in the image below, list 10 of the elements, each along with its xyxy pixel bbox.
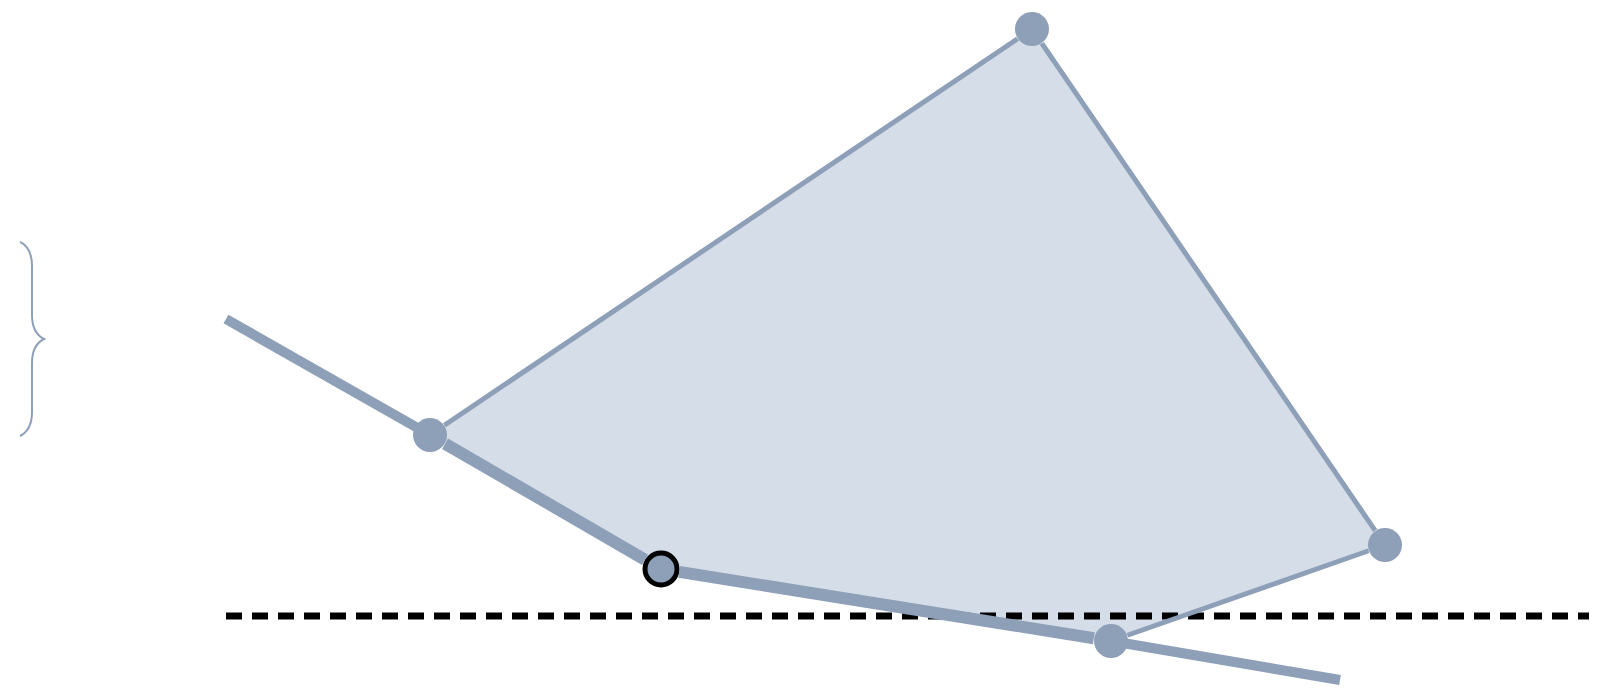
- point: [1015, 12, 1049, 46]
- line: [678, 566, 1095, 645]
- point: [642, 550, 680, 588]
- point: [413, 418, 447, 452]
- point: [1368, 528, 1402, 562]
- line: [442, 438, 648, 565]
- line: [1039, 41, 1378, 533]
- line: [443, 36, 1019, 428]
- line: [1126, 548, 1370, 638]
- point: [1094, 624, 1128, 658]
